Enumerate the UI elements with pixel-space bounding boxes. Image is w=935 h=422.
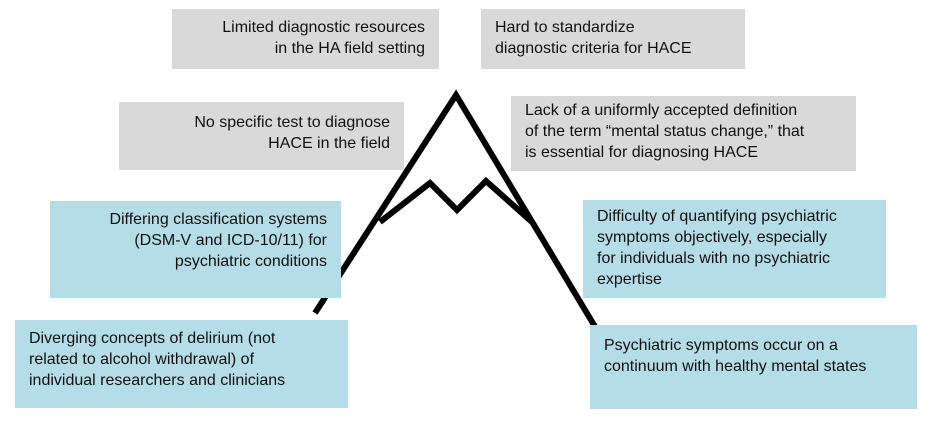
- box-line: Hard to standardize: [495, 19, 635, 36]
- box-psychiatric-continuum: Psychiatric symptoms occur on a continuu…: [590, 325, 917, 409]
- box-line: HACE in the field: [268, 135, 390, 152]
- box-line: psychiatric conditions: [174, 253, 327, 270]
- box-line: Diverging concepts of delirium (not: [29, 330, 276, 347]
- box-hard-to-standardize: Hard to standardize diagnostic criteria …: [481, 9, 745, 69]
- box-line: Difficulty of quantifying psychiatric: [597, 208, 837, 225]
- box-line: diagnostic criteria for HACE: [495, 40, 692, 57]
- box-line: No specific test to diagnose: [194, 114, 390, 131]
- box-difficulty-quantifying: Difficulty of quantifying psychiatric sy…: [583, 200, 886, 298]
- box-line: Psychiatric symptoms occur on a: [604, 337, 838, 354]
- box-diverging-concepts-delirium: Diverging concepts of delirium (not rela…: [15, 320, 348, 408]
- box-line: (DSM-V and ICD-10/11) for: [134, 232, 327, 249]
- box-differing-classification-systems: Differing classification systems (DSM-V …: [50, 201, 341, 298]
- box-line: Differing classification systems: [109, 211, 327, 228]
- box-lack-of-definition: Lack of a uniformly accepted definition …: [511, 96, 856, 171]
- box-line: continuum with healthy mental states: [604, 358, 867, 375]
- box-line: Lack of a uniformly accepted definition: [525, 102, 798, 119]
- snow-line: [378, 176, 534, 225]
- box-line: expertise: [597, 271, 662, 288]
- box-limited-diagnostic-resources: Limited diagnostic resources in the HA f…: [172, 9, 439, 69]
- box-line: for individuals with no psychiatric: [597, 250, 830, 267]
- box-no-specific-test: No specific test to diagnose HACE in the…: [119, 102, 404, 170]
- box-line: in the HA field setting: [274, 40, 425, 57]
- box-line: related to alcohol withdrawal) of: [29, 351, 255, 368]
- mountain-peak-line: [312, 89, 600, 332]
- box-line: is essential for diagnosing HACE: [525, 144, 759, 161]
- box-line: individual researchers and clinicians: [29, 372, 286, 389]
- box-line: Limited diagnostic resources: [222, 19, 425, 36]
- box-line: of the term “mental status change,” that: [525, 123, 805, 140]
- box-line: symptoms objectively, especially: [597, 229, 828, 246]
